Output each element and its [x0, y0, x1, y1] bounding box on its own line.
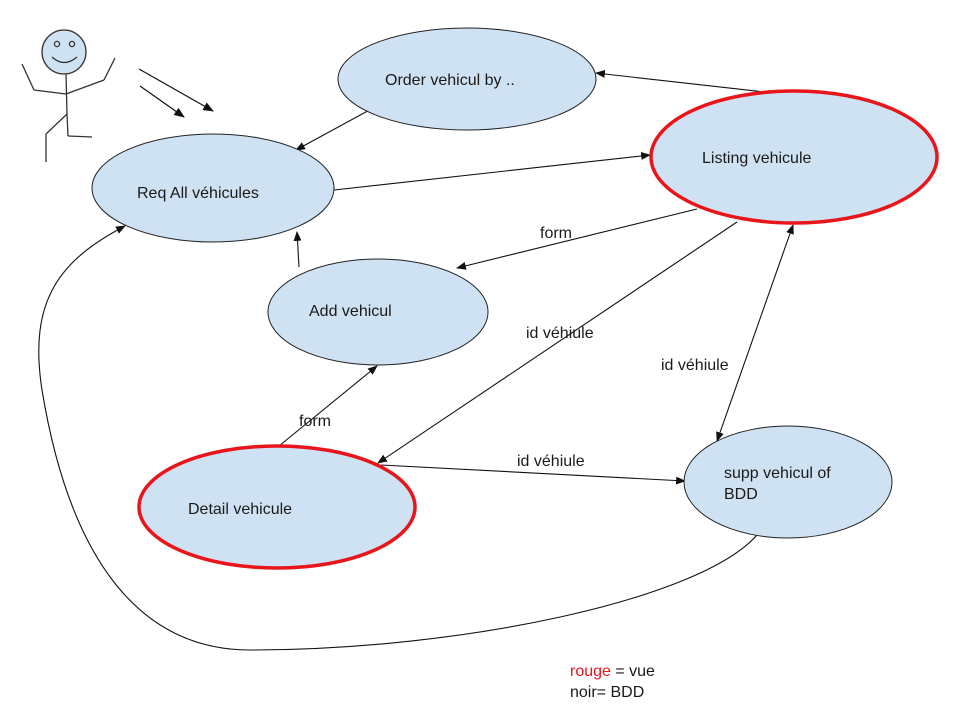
actor-arrow-1	[138, 68, 214, 112]
edge-label-listing-supp: id véhiule	[661, 357, 729, 374]
edge-add-to-req	[293, 231, 302, 268]
node-add-label: Add vehicul	[309, 303, 392, 320]
node-listing-vehicule[interactable]: Listing vehicule	[649, 89, 939, 225]
edge-detail-to-add	[278, 365, 378, 447]
edge-label-detail-add: form	[299, 413, 331, 430]
node-order-vehicul[interactable]: Order vehicul by ..	[337, 27, 597, 131]
edge-label-listing-detail: id véhiule	[526, 325, 594, 342]
legend-black-line: noir= BDD	[570, 684, 644, 701]
node-detail-vehicule[interactable]: Detail vehicule	[137, 444, 417, 570]
actor-arrow-2	[139, 85, 185, 118]
node-supp-vehicul[interactable]: supp vehicul of BDD	[683, 425, 893, 539]
edge-detail-to-supp	[380, 464, 686, 485]
node-supp-label-line2: BDD	[724, 486, 758, 503]
node-order-label: Order vehicul by ..	[385, 72, 515, 89]
node-listing-label: Listing vehicule	[702, 150, 812, 167]
node-detail-label: Detail vehicule	[188, 501, 292, 518]
node-req-all-vehicules[interactable]: Req All véhicules	[91, 133, 335, 243]
edge-label-detail-supp: id véhiule	[517, 453, 585, 470]
node-supp-label-line1: supp vehicul of	[724, 465, 831, 482]
legend-red-rest: = vue	[611, 663, 655, 680]
edge-listing-to-detail	[377, 221, 738, 464]
legend-red-line: rouge = vue	[570, 663, 655, 680]
edge-supp-to-req-curve	[38, 225, 758, 651]
legend-red-word: rouge	[570, 663, 611, 680]
node-add-vehicul[interactable]: Add vehicul	[267, 258, 489, 366]
node-req-all-label: Req All véhicules	[137, 185, 259, 202]
edge-label-listing-add: form	[540, 225, 572, 242]
edge-listing-to-add	[456, 208, 698, 270]
edge-listing-supp	[716, 224, 794, 442]
edge-order-to-req	[295, 106, 376, 151]
edge-req-to-listing	[333, 152, 651, 191]
actor-stick-figure	[21, 29, 116, 162]
edge-listing-to-order	[595, 70, 766, 93]
legend: rouge = vue noir= BDD	[570, 663, 655, 701]
